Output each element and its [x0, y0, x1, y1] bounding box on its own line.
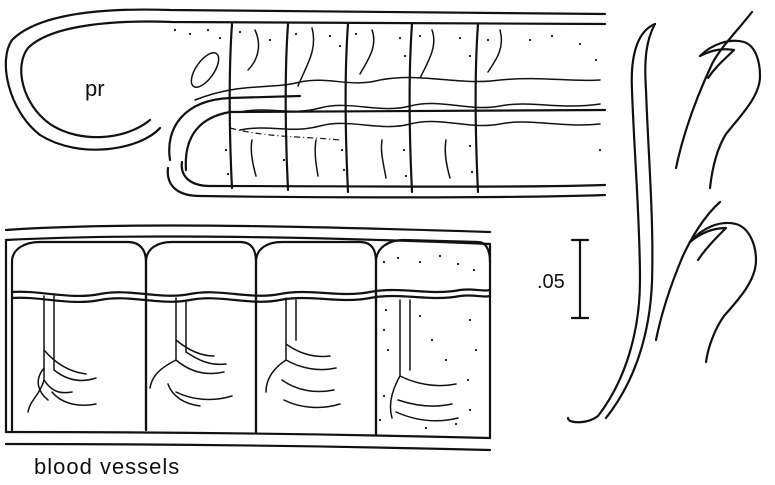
- stipple-dots-segment: [379, 255, 477, 429]
- prostomium-label: pr: [85, 76, 105, 101]
- hook-seta-lower: [656, 202, 720, 340]
- blood-vessels-label: blood vessels: [34, 454, 180, 479]
- setae-drawing: [568, 12, 760, 422]
- stipple-dots-anterior: [174, 29, 601, 177]
- scale-bar-label: .05: [537, 271, 565, 293]
- segments-drawing: [6, 226, 490, 450]
- anterior-end-drawing: [6, 10, 605, 198]
- long-seta: [568, 24, 655, 422]
- hook-seta-upper: [676, 12, 752, 168]
